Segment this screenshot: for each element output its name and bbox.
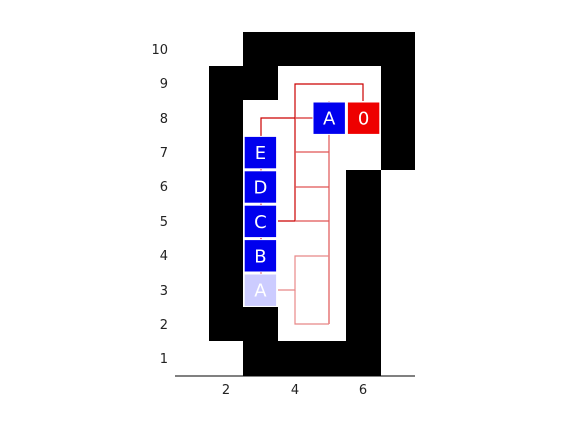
- y-tick-label: 6: [160, 180, 168, 195]
- wall-right-upper: [381, 32, 415, 170]
- agent-cell: D: [243, 170, 278, 204]
- path-lower-bottom: [294, 290, 329, 325]
- agent-cell: B: [243, 239, 278, 273]
- wall-bottom-left: [209, 307, 278, 341]
- cell-box: [243, 135, 278, 170]
- cell-label: D: [253, 178, 267, 199]
- agent-cell: C: [243, 204, 278, 239]
- maze-walls: [209, 32, 415, 376]
- agent-cell: E: [243, 135, 278, 170]
- x-tick-label: 4: [291, 383, 299, 398]
- cell-box: [243, 239, 278, 273]
- cell-label: A: [254, 281, 267, 302]
- x-tick-label: 2: [222, 383, 230, 398]
- axes: 2 4 6 1 2 3 4 5 6 7 8 9 10: [151, 43, 415, 398]
- cell-box: [346, 101, 381, 135]
- y-tick-label: 3: [160, 284, 168, 299]
- wall-left: [209, 66, 243, 341]
- y-tick-label: 1: [160, 352, 168, 367]
- y-tick-label: 10: [151, 43, 168, 58]
- y-tick-label: 4: [160, 249, 168, 264]
- cell-label: C: [254, 212, 267, 233]
- cell-box: [243, 204, 278, 239]
- x-tick-labels: 2 4 6: [222, 383, 367, 398]
- y-tick-label: 8: [160, 112, 168, 127]
- y-tick-label: 9: [160, 77, 168, 92]
- y-tick-labels: 1 2 3 4 5 6 7 8 9 10: [151, 43, 168, 367]
- wall-bottom: [243, 341, 381, 376]
- y-tick-label: 7: [160, 146, 168, 161]
- agent-cell: A: [312, 101, 346, 135]
- cell-label: A: [323, 109, 336, 130]
- y-tick-label: 2: [160, 318, 168, 333]
- cell-label: 0: [358, 109, 369, 130]
- cell-box: [243, 170, 278, 204]
- cell-box: [243, 273, 278, 307]
- x-tick-label: 6: [359, 383, 367, 398]
- cell-box: [312, 101, 346, 135]
- path-lower-loop: [278, 255, 329, 291]
- goal-cell: 0: [346, 101, 381, 135]
- cell-label: B: [254, 246, 266, 267]
- cell-label: E: [255, 143, 266, 164]
- ghost-cell: A: [243, 273, 278, 307]
- y-tick-label: 5: [160, 215, 168, 230]
